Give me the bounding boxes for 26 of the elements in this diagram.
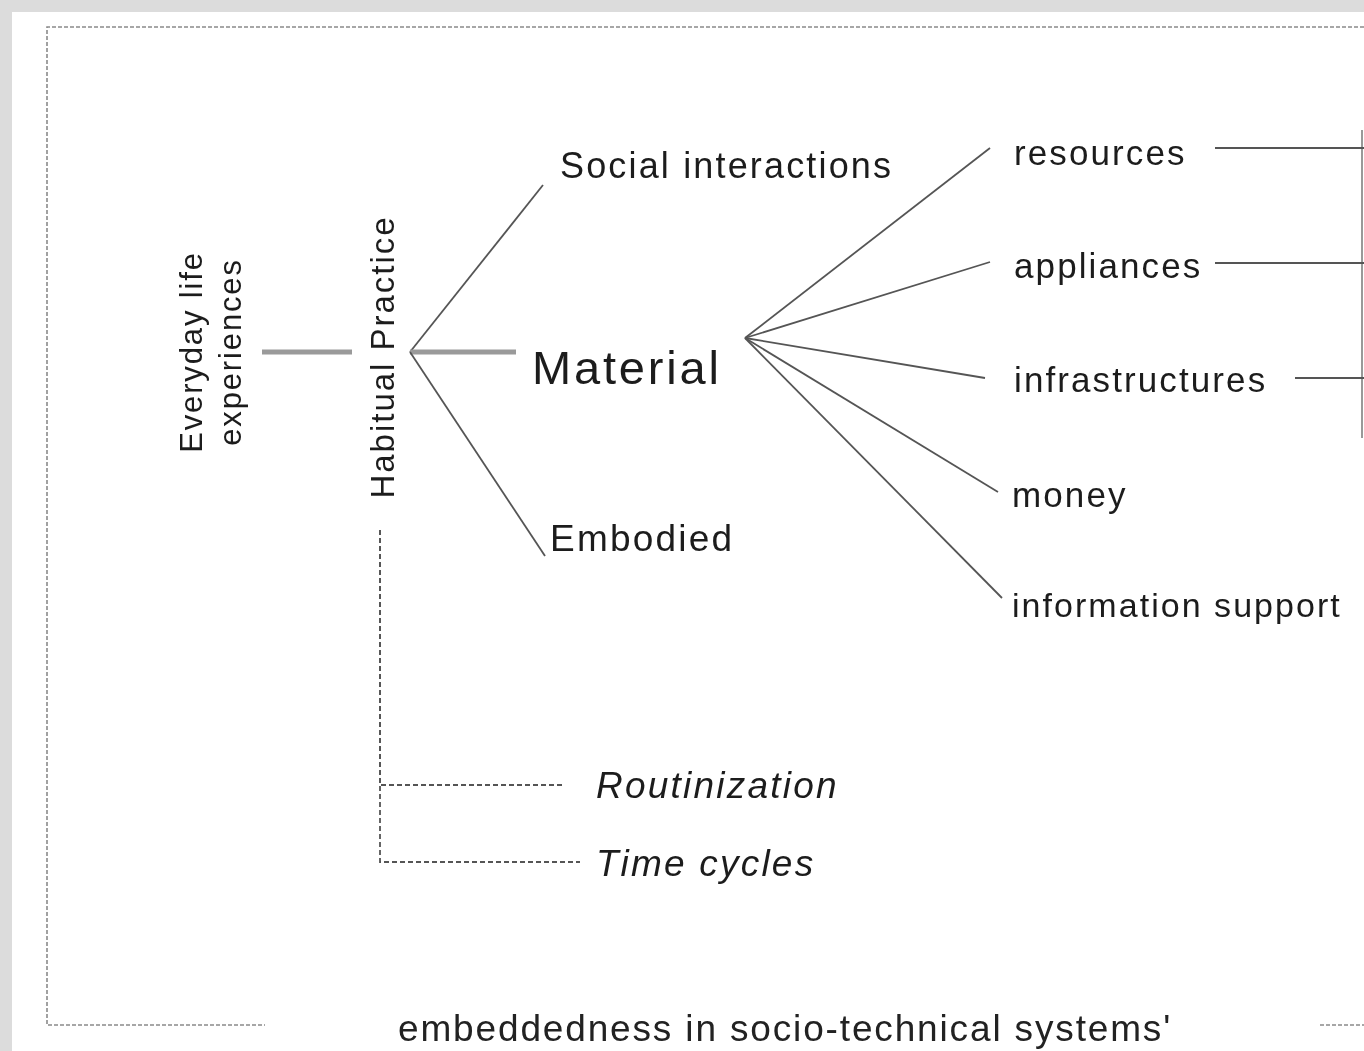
node-label: information support <box>1012 584 1342 626</box>
connector-line <box>744 337 999 493</box>
connector-line <box>409 351 546 557</box>
connector-line <box>744 261 991 339</box>
node-label: Everyday life experiences <box>173 250 249 455</box>
connector-line <box>1214 147 1364 149</box>
node-label: Material <box>532 339 722 396</box>
node-label: Time cycles <box>596 841 816 886</box>
node-label: Embodied <box>550 516 735 561</box>
node-label: money <box>1012 474 1128 517</box>
node-label: Routinization <box>596 763 839 808</box>
connector-line <box>744 337 1003 599</box>
connector-line <box>1294 377 1364 379</box>
connector-line <box>1214 262 1364 264</box>
connector-line <box>410 349 516 355</box>
footer-note: embeddedness in socio-technical systems' <box>398 1008 1174 1050</box>
connector-line <box>744 337 986 379</box>
node-label: resources <box>1014 132 1187 175</box>
node-label: Habitual Practice <box>363 215 403 499</box>
connector-line <box>262 349 352 355</box>
node-label: infrastructures <box>1014 359 1268 402</box>
connector-line <box>744 147 991 339</box>
node-label: Social interactions <box>560 143 894 188</box>
node-label: appliances <box>1014 245 1203 288</box>
connector-line <box>409 184 544 353</box>
dashed-connector <box>379 529 581 863</box>
